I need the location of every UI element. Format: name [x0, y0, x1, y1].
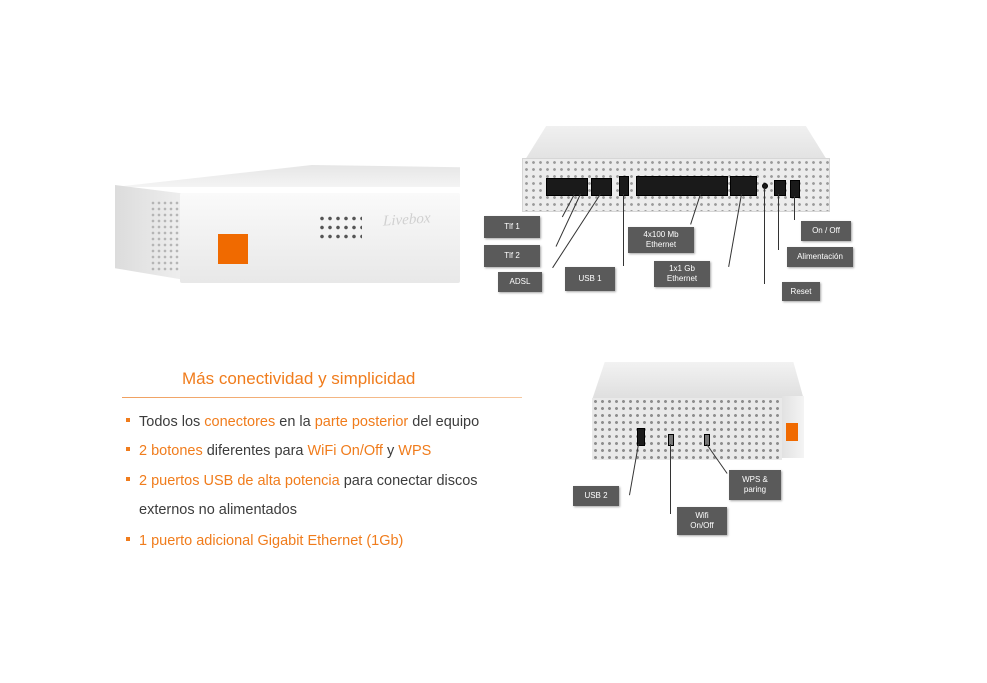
callout-line-reset — [764, 188, 765, 284]
router-brand: Livebox — [383, 210, 431, 230]
feature-bullet-1: Todos los conectores en la parte posteri… — [126, 414, 479, 430]
bullet-3-text-a: para conectar discos — [339, 473, 478, 489]
label-reset: Reset — [782, 282, 820, 301]
reset-button — [762, 183, 768, 189]
bullet-3-highlight: 2 puertos USB de alta potencia — [139, 473, 340, 489]
label-on-off: On / Off — [801, 221, 851, 241]
label-usb1: USB 1 — [565, 267, 615, 291]
bullet-icon — [126, 537, 130, 542]
features-heading: Más conectividad y simplicidad — [182, 369, 416, 388]
on-off-switch — [790, 180, 800, 198]
label-usb2: USB 2 — [573, 486, 619, 506]
bullet-1-text-a: Todos los — [139, 414, 205, 430]
label-power: Alimentación — [787, 247, 853, 267]
callout-line-power — [778, 194, 779, 250]
feature-bullet-4: 1 puerto adicional Gigabit Ethernet (1Gb… — [126, 533, 403, 549]
adsl-port — [591, 178, 612, 196]
usb2-port — [637, 428, 645, 446]
bullet-1-highlight-a: conectores — [204, 414, 276, 430]
label-tlf1: Tlf 1 — [484, 216, 540, 238]
callout-line-wifi — [670, 444, 671, 514]
router-side-top — [592, 362, 804, 400]
bullet-2-highlight-c: WPS — [398, 443, 432, 459]
bullet-icon — [126, 477, 130, 482]
bullet-2-highlight-a: 2 botones — [139, 443, 203, 459]
power-jack — [774, 180, 786, 196]
status-leds — [318, 214, 362, 240]
bullet-1-text-c: del equipo — [408, 414, 480, 430]
label-tlf2: Tlf 2 — [484, 245, 540, 267]
orange-logo-icon — [786, 423, 798, 441]
feature-bullet-3: 2 puertos USB de alta potencia para cone… — [126, 473, 478, 489]
wifi-button — [668, 434, 674, 446]
ethernet-gigabit-port — [730, 176, 757, 196]
bullet-1-highlight-b: parte posterior — [314, 414, 409, 430]
bullet-4-highlight: 1 puerto adicional Gigabit Ethernet (1Gb… — [139, 533, 404, 549]
callout-line-onoff — [794, 196, 795, 220]
label-wifi: Wifi On/Off — [677, 507, 727, 535]
phone-ports — [546, 178, 588, 196]
bullet-2-text-b: y — [382, 443, 399, 459]
feature-bullet-3-cont: externos no alimentados — [139, 502, 297, 518]
bullet-2-highlight-b: WiFi On/Off — [307, 443, 383, 459]
router-top-surface — [115, 165, 460, 187]
bullet-1-text-b: en la — [275, 414, 315, 430]
feature-bullet-2: 2 botones diferentes para WiFi On/Off y … — [126, 443, 431, 459]
label-ethernet-1g: 1x1 Gb Ethernet — [654, 261, 710, 287]
bullet-2-text-a: diferentes para — [202, 443, 308, 459]
callout-line-usb1 — [623, 194, 624, 266]
heading-divider — [122, 397, 522, 398]
bullet-icon — [126, 447, 130, 452]
ethernet-100-ports — [636, 176, 728, 196]
router-rear-top — [525, 126, 827, 160]
label-ethernet-100: 4x100 Mb Ethernet — [628, 227, 694, 253]
router-side-grille — [592, 398, 782, 460]
bullet-icon — [126, 418, 130, 423]
label-adsl: ADSL — [498, 272, 542, 292]
usb1-port — [619, 176, 629, 196]
label-wps: WPS & paring — [729, 470, 781, 500]
orange-logo-icon — [218, 234, 248, 264]
